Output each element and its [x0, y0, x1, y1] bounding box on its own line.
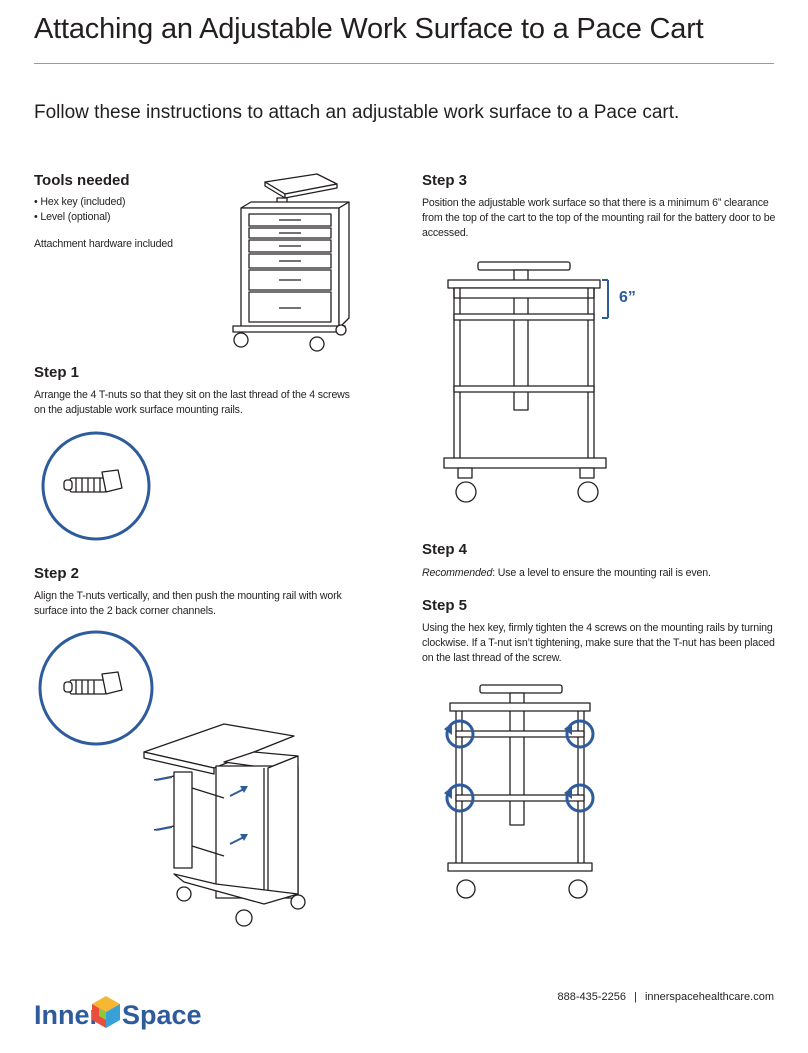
footer-contact: 888-435-2256 | innerspacehealthcare.com: [557, 991, 774, 1003]
title-divider: [34, 63, 774, 64]
step-5-text: Using the hex key, firmly tighten the 4 …: [422, 622, 775, 664]
step-4-section: Step 4 Recommended: Use a level to ensur…: [422, 541, 782, 581]
step-4-emphasis: Recommended: [422, 567, 493, 579]
logo-text-inner: Inner: [34, 1000, 101, 1030]
footer-phone: 888-435-2256: [557, 991, 626, 1003]
step-3-text: Position the adjustable work surface so …: [422, 197, 776, 239]
clearance-label: 6”: [619, 289, 636, 306]
hardware-note: Attachment hardware included: [34, 238, 173, 250]
step-5-illustration: [444, 684, 595, 899]
step-3-illustration: [443, 261, 609, 503]
step-2-text: Align the T-nuts vertically, and then pu…: [34, 590, 342, 617]
cart-illustration: [232, 173, 350, 352]
step-1-text: Arrange the 4 T-nuts so that they sit on…: [34, 389, 350, 416]
step-3-section: Step 3 Position the adjustable work surf…: [422, 172, 782, 241]
step-1-section: Step 1 Arrange the 4 T-nuts so that they…: [34, 364, 364, 418]
step-4-text: Recommended: Use a level to ensure the m…: [422, 566, 782, 581]
step-2-illustration: [38, 630, 306, 927]
intro-text: Follow these instructions to attach an a…: [34, 102, 680, 123]
logo-text-space: Space: [122, 1000, 202, 1030]
step-2-heading: Step 2: [34, 565, 80, 582]
step-1-heading: Step 1: [34, 364, 80, 381]
step-5-section: Step 5 Using the hex key, firmly tighten…: [422, 597, 782, 666]
page-title: Attaching an Adjustable Work Surface to …: [34, 13, 704, 45]
footer-separator: |: [634, 991, 637, 1003]
tools-heading: Tools needed: [34, 172, 130, 189]
step-2-section: Step 2 Align the T-nuts vertically, and …: [34, 565, 364, 619]
t-nut-screw-detail-1: [41, 431, 151, 541]
tools-list: Hex key (included) Level (optional): [34, 195, 224, 225]
step-4-heading: Step 4: [422, 541, 468, 558]
logo-cube-icon: [92, 996, 120, 1028]
tool-item-level: Level (optional): [34, 210, 224, 225]
tool-item-hex-key: Hex key (included): [34, 195, 224, 210]
step-3-heading: Step 3: [422, 172, 468, 189]
footer-website: innerspacehealthcare.com: [644, 991, 774, 1003]
step-5-heading: Step 5: [422, 597, 468, 614]
step-4-body: : Use a level to ensure the mounting rai…: [492, 567, 711, 579]
innerspace-logo: Inner Space: [34, 996, 202, 1030]
tools-section: Tools needed Hex key (included) Level (o…: [34, 172, 224, 252]
